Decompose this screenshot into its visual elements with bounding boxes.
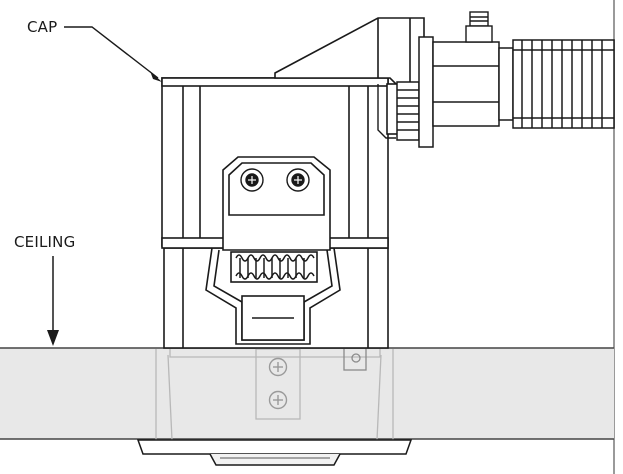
connector-tab xyxy=(377,84,396,139)
bracket-screw-right xyxy=(286,168,310,192)
plate-screw-top xyxy=(268,357,288,377)
torsion-spring-coils xyxy=(235,254,315,280)
ceiling-label: CEILING xyxy=(14,233,76,251)
plate-screw-bottom xyxy=(268,390,288,410)
mounting-bracket xyxy=(222,156,331,251)
cable-connector xyxy=(396,36,514,148)
bracket-screw-left xyxy=(240,168,264,192)
ceiling-leader-arrowhead xyxy=(47,330,59,346)
trim-flange xyxy=(136,439,413,466)
spring-latch xyxy=(205,247,341,345)
connector-setscrew xyxy=(465,11,493,43)
flexible-conduit xyxy=(512,39,615,129)
cap-leader-arrowhead xyxy=(150,71,162,82)
ceiling-panel xyxy=(0,348,614,439)
cap-label: CAP xyxy=(27,18,58,36)
cap-leader-line xyxy=(64,26,159,79)
